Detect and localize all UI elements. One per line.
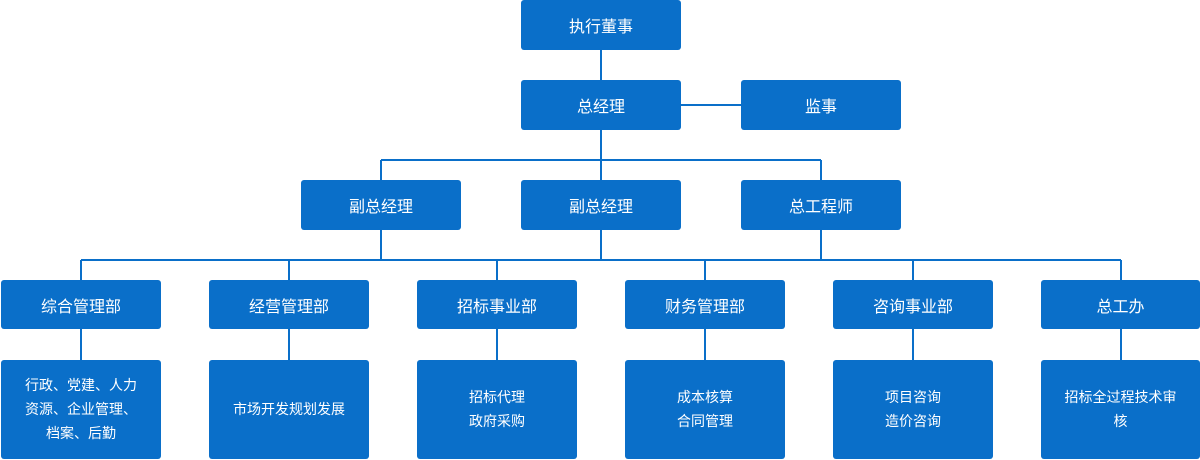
responsibility-line: 成本核算 (677, 389, 733, 406)
general-manager-box: 总经理 (521, 80, 681, 130)
responsibility-line: 造价咨询 (885, 413, 941, 430)
responsibility-line: 核 (1113, 413, 1128, 430)
department-box: 招标事业部 (417, 280, 577, 329)
department-box: 咨询事业部 (833, 280, 993, 329)
department-box: 综合管理部 (1, 280, 161, 329)
responsibility-line: 市场开发规划发展 (233, 401, 345, 418)
chief-engineer-box: 总工程师 (741, 180, 901, 230)
department-box: 财务管理部 (625, 280, 785, 329)
responsibility-box: 行政、党建、人力 资源、企业管理、 档案、后勤 (1, 360, 161, 459)
responsibility-box: 项目咨询 造价咨询 (833, 360, 993, 459)
responsibility-line: 政府采购 (469, 413, 525, 430)
responsibility-box: 市场开发规划发展 (209, 360, 369, 459)
department-box: 总工办 (1041, 280, 1200, 329)
responsibility-line: 资源、企业管理、 (25, 401, 137, 418)
deputy-general-manager-box: 副总经理 (301, 180, 461, 230)
responsibility-line: 项目咨询 (885, 389, 941, 406)
department-box: 经营管理部 (209, 280, 369, 329)
deputy-general-manager-box: 副总经理 (521, 180, 681, 230)
responsibility-box: 招标全过程技术审 核 (1041, 360, 1200, 459)
responsibility-box: 招标代理 政府采购 (417, 360, 577, 459)
chairman-box: 执行董事 (521, 0, 681, 50)
responsibility-box: 成本核算 合同管理 (625, 360, 785, 459)
responsibility-line: 档案、后勤 (46, 425, 116, 442)
responsibility-line: 行政、党建、人力 (25, 377, 137, 394)
responsibility-line: 招标全过程技术审 (1064, 389, 1177, 406)
supervisor-box: 监事 (741, 80, 901, 130)
responsibility-line: 招标代理 (469, 389, 525, 406)
responsibility-line: 合同管理 (677, 413, 733, 430)
